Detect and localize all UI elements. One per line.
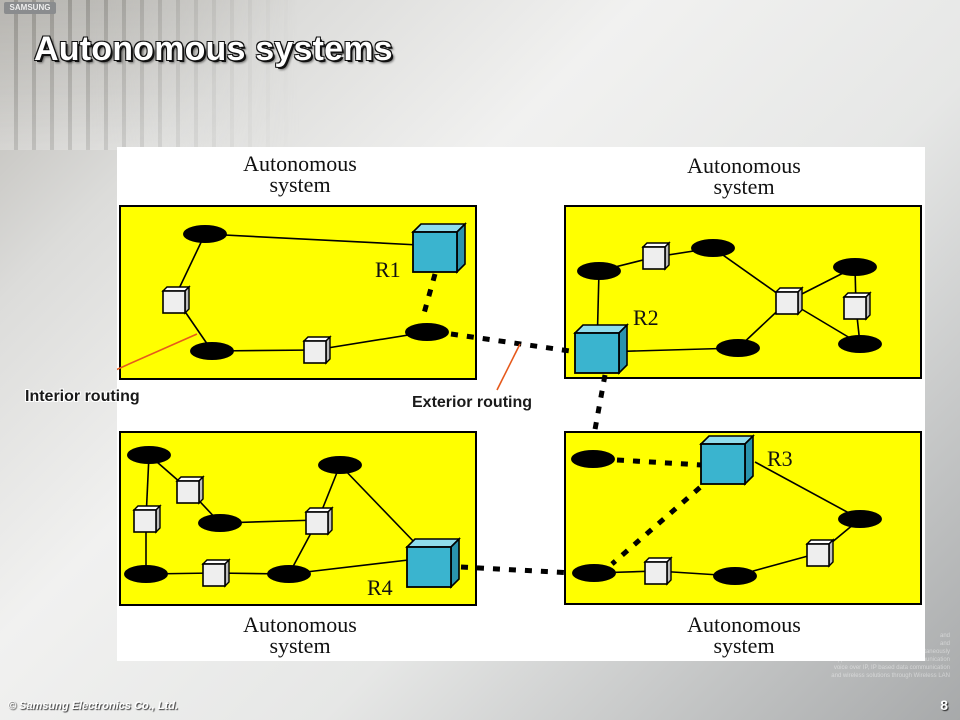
svg-text:Autonomous: Autonomous [687, 612, 801, 637]
host-node [691, 239, 735, 257]
host-node [571, 450, 615, 468]
host-node [716, 339, 760, 357]
copyright-footer: © Samsung Electronics Co., Ltd. [8, 700, 179, 712]
router-r1 [411, 222, 467, 274]
exterior-routing-label: Exterior routing [412, 394, 533, 411]
host-node [838, 335, 882, 353]
router-label-r2: R2 [633, 305, 659, 330]
switch-node [643, 556, 673, 586]
host-node [267, 565, 311, 583]
switch-node [774, 286, 804, 316]
slide-title: Autonomous systems [34, 30, 393, 68]
switch-node [302, 335, 332, 365]
switch-node [132, 504, 162, 534]
side-text-line: and [939, 641, 950, 647]
router-label-r1: R1 [375, 257, 401, 282]
switch-node [805, 538, 835, 568]
svg-text:system: system [713, 633, 774, 658]
host-node [572, 564, 616, 582]
router-nodes [405, 222, 755, 589]
host-node [124, 565, 168, 583]
samsung-logo: SAMSUNG [4, 2, 56, 14]
side-text-line: voice over IP, IP based data communicati… [833, 665, 950, 671]
host-node [127, 446, 171, 464]
host-node [183, 225, 227, 243]
page-number: 8 [940, 697, 948, 713]
switch-node [175, 475, 205, 505]
network-diagram: Autonomous system Autonomous system Auto… [117, 147, 925, 661]
switch-node [161, 285, 191, 315]
as-label-bottom-right: Autonomous system [687, 612, 801, 658]
svg-text:Autonomous: Autonomous [243, 612, 357, 637]
host-node [318, 456, 362, 474]
svg-text:system: system [713, 174, 774, 199]
svg-text:Autonomous: Autonomous [687, 153, 801, 178]
host-node [405, 323, 449, 341]
as-label-top-left: Autonomous system [243, 151, 357, 197]
switch-nodes [132, 241, 872, 588]
switch-node [641, 241, 671, 271]
exterior-callout-line [496, 343, 521, 391]
router-r2 [573, 323, 629, 375]
exterior-links [420, 273, 714, 576]
host-node [577, 262, 621, 280]
router-label-r3: R3 [767, 446, 793, 471]
host-node [833, 258, 877, 276]
background-side-text: and and (the present office because it c… [740, 632, 950, 680]
host-node [713, 567, 757, 585]
router-r4 [405, 537, 461, 589]
router-label-r4: R4 [367, 575, 393, 600]
as-label-bottom-left: Autonomous system [243, 612, 357, 658]
interior-routing-label: Interior routing [25, 388, 140, 405]
host-nodes [124, 225, 882, 585]
router-r3 [699, 434, 755, 486]
host-node [198, 514, 242, 532]
side-text-line: and wireless solutions through Wireless … [831, 673, 950, 679]
switch-node [304, 506, 334, 536]
background-decoration: SAMSUNG [0, 0, 300, 150]
side-text-line: and [939, 633, 950, 639]
host-node [190, 342, 234, 360]
interior-callout-line [117, 333, 198, 371]
side-text-line: support both traditional voice communica… [831, 657, 950, 663]
svg-text:system: system [269, 633, 330, 658]
host-node [838, 510, 882, 528]
switch-node [201, 558, 231, 588]
as-label-top-right: Autonomous system [687, 153, 801, 199]
switch-node [842, 291, 872, 321]
side-text-line: (the present office because it can simul… [820, 649, 950, 655]
svg-text:system: system [269, 172, 330, 197]
svg-text:Autonomous: Autonomous [243, 151, 357, 176]
